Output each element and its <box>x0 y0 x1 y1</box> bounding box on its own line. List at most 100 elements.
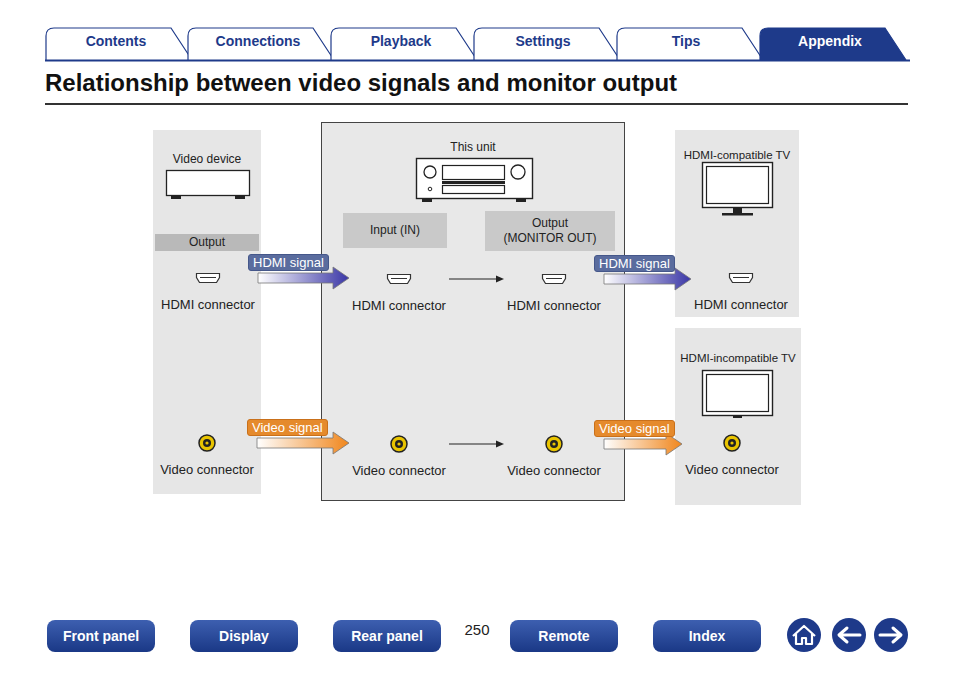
signal-label: HDMI signal <box>594 255 675 272</box>
nav-tab: Appendix <box>770 33 890 50</box>
connector-node: Video connector <box>157 433 257 477</box>
tab-outlines <box>46 28 906 60</box>
device-name: This unit <box>322 140 624 155</box>
drawing-part <box>424 166 436 178</box>
player-illustration <box>153 130 261 220</box>
drawing-part <box>730 274 753 283</box>
device-panel: Input (IN) Output (MONITOR OUT) HDMI conne… <box>321 122 625 501</box>
drawing-part <box>546 278 562 279</box>
connector-node: Video connector <box>349 434 449 478</box>
nav-tab: Playback <box>341 33 461 50</box>
hdmi-port-icon <box>158 268 258 288</box>
drawing-part <box>516 199 526 202</box>
drawing-part <box>417 159 533 199</box>
drawing-part <box>722 213 753 216</box>
device-name: HDMI-compatible TV <box>675 148 799 163</box>
nav-button: Rear panel <box>333 620 441 652</box>
drawing-part <box>880 628 901 642</box>
nav-button: Front panel <box>47 620 155 652</box>
forward-icon <box>874 618 908 652</box>
connector-node: HDMI connector <box>158 268 258 312</box>
drawing-part <box>391 278 407 279</box>
drawing-part <box>200 277 216 278</box>
connector-node: HDMI connector <box>691 268 791 312</box>
home-icon <box>787 618 821 652</box>
port-label: Output <box>157 235 257 250</box>
drawing-part <box>793 626 815 644</box>
drawing-part <box>703 371 773 416</box>
drawing-part <box>443 166 505 180</box>
hdmi-port-icon <box>504 269 604 289</box>
drawing-part <box>428 187 432 191</box>
drawing-part <box>733 208 742 213</box>
connector-label: HDMI connector <box>691 297 791 312</box>
drawing-part <box>733 277 749 278</box>
port-box: Output (MONITOR OUT) <box>485 211 615 251</box>
connector-label: HDMI connector <box>504 298 604 313</box>
device-panel: Video connector HDMI-incompatible TV <box>675 328 801 505</box>
drawing-part <box>728 439 736 447</box>
drawing-part <box>733 416 742 418</box>
page-number: 250 <box>457 621 497 638</box>
tab-rule <box>45 60 910 62</box>
rca-jack-icon <box>157 433 257 453</box>
nav-button: Index <box>653 620 761 652</box>
drawing-part <box>787 618 821 652</box>
hdmi-port-icon <box>691 268 791 288</box>
hdmi-port-icon <box>349 269 449 289</box>
tab-shape <box>474 28 620 60</box>
drawing-part <box>422 199 432 202</box>
tab-shape <box>617 28 763 60</box>
drawing-part <box>552 442 555 445</box>
port-label: Output (MONITOR OUT) <box>502 216 598 246</box>
drawing-part <box>550 440 558 448</box>
drawing-part <box>203 439 211 447</box>
drawing-part <box>167 171 250 196</box>
drawing-part <box>197 274 220 283</box>
drawing-part <box>205 441 208 444</box>
drawing-part <box>388 275 411 284</box>
connector-node: Video connector <box>682 433 782 477</box>
tab-shape <box>760 28 906 60</box>
drawing-part <box>874 618 908 652</box>
drawing-part <box>724 435 740 451</box>
device-name: Video device <box>153 152 261 167</box>
page-title: Relationship between video signals and m… <box>45 69 677 97</box>
drawing-part <box>397 442 400 445</box>
drawing-part <box>171 196 181 199</box>
connector-label: Video connector <box>349 463 449 478</box>
tab-shape <box>331 28 477 60</box>
port-box: Input (IN) <box>343 213 447 248</box>
connector-node: HDMI connector <box>349 269 449 313</box>
drawing-part <box>703 163 773 216</box>
connector-label: Video connector <box>157 462 257 477</box>
nav-tab: Contents <box>56 33 176 50</box>
connector-node: Video connector <box>504 434 604 478</box>
connector-label: HDMI connector <box>158 297 258 312</box>
rca-jack-icon <box>504 434 604 454</box>
signal-label: Video signal <box>594 420 675 437</box>
rca-jack-icon <box>349 434 449 454</box>
drawing-part <box>391 436 407 452</box>
receiver-illustration <box>322 123 626 213</box>
drawing-part <box>707 375 769 412</box>
drawing-part <box>417 159 533 203</box>
drawing-part <box>443 186 505 194</box>
drawing-part <box>546 436 562 452</box>
back-icon <box>832 618 866 652</box>
device-name: HDMI-incompatible TV <box>675 351 801 366</box>
rca-jack-icon <box>682 433 782 453</box>
signal-label: HDMI signal <box>248 254 329 271</box>
title-rule <box>45 103 908 105</box>
drawing-part <box>442 181 505 184</box>
drawing-part <box>235 196 245 199</box>
drawing-part <box>199 435 215 451</box>
device-panel: OutputHDMI connectorVideo connector Video… <box>153 130 261 494</box>
tv-illustration <box>675 130 799 220</box>
drawing-part <box>703 371 773 419</box>
nav-tab: Connections <box>198 33 318 50</box>
drawing-part <box>543 275 566 284</box>
device-panel: HDMI connector HDMI-compatible TV <box>675 130 799 317</box>
